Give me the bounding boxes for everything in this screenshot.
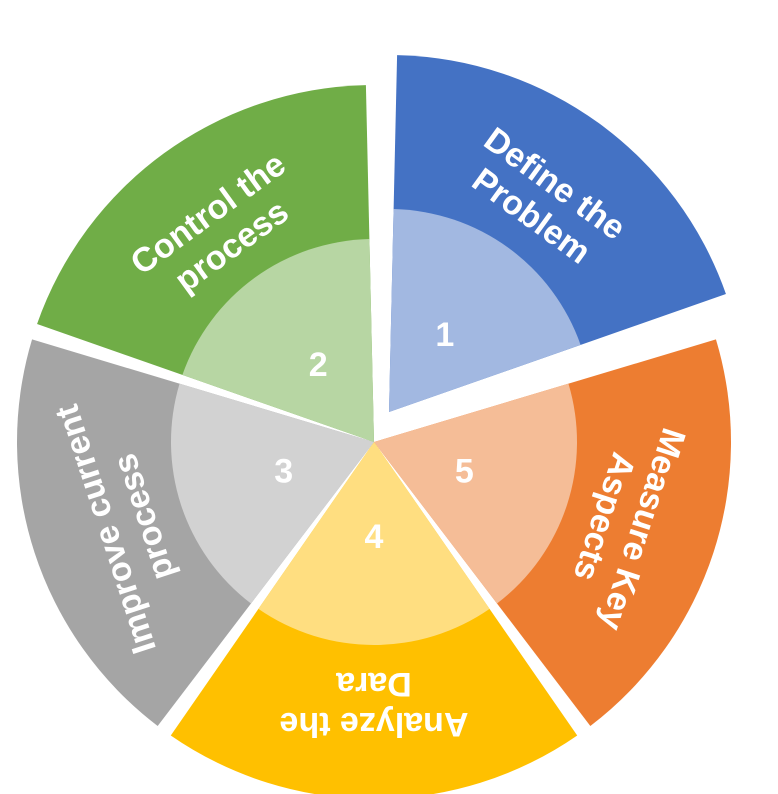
segment-4-inner: [258, 442, 490, 646]
segment-4-number: 4: [365, 518, 384, 556]
segment-5-number: 5: [455, 452, 474, 490]
segment-4-label-line-1: Analyze the: [280, 705, 469, 743]
segment-2-number: 2: [309, 346, 328, 384]
segment-3-number: 3: [274, 452, 293, 490]
segment-5-inner: [374, 383, 577, 604]
segment-1-number: 1: [435, 316, 454, 354]
segment-1-inner: [389, 209, 581, 412]
segment-2-inner: [182, 239, 374, 442]
segment-4-label-line-2: Dara: [335, 665, 412, 703]
segment-3-inner: [171, 383, 374, 604]
